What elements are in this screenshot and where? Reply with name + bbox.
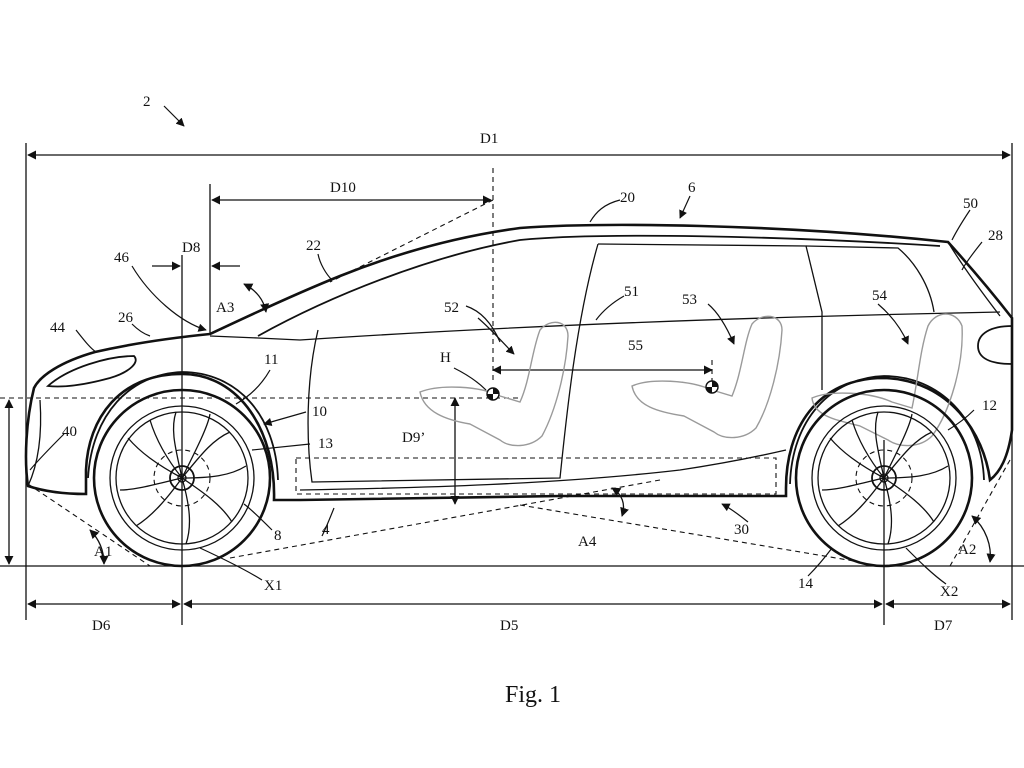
label-d1: D1 — [480, 131, 498, 147]
hip-point-middle — [705, 380, 719, 394]
label-seat-middle: 53 — [682, 292, 697, 308]
approach-angle-arc — [89, 529, 109, 565]
front-bumper-detail — [27, 399, 42, 487]
windshield-dashed-line — [329, 199, 494, 283]
departure-angle-arc — [971, 515, 996, 563]
tailgate-line — [947, 241, 1001, 317]
label-d6: D6 — [92, 618, 111, 634]
figure-caption: Fig. 1 — [505, 682, 561, 708]
label-d5: D5 — [500, 618, 518, 634]
front-wheel-spokes — [119, 411, 247, 545]
body-outline — [24, 223, 1014, 502]
breakover-angle-arc — [611, 487, 629, 517]
front-wheel — [92, 388, 272, 568]
label-d8: D8 — [182, 240, 200, 256]
label-sill-rear: 30 — [734, 522, 749, 538]
rear-door — [597, 243, 823, 390]
label-tailgate: 28 — [988, 228, 1003, 244]
label-b-pillar: 51 — [624, 284, 639, 300]
windshield-angle-arc — [243, 283, 270, 313]
front-door — [307, 243, 599, 483]
label-vehicle: 2 — [143, 94, 151, 110]
leader-lines — [29, 105, 983, 585]
label-front-arch: 10 — [312, 404, 327, 420]
label-windshield: 22 — [306, 238, 321, 254]
label-rear-arch: 12 — [982, 398, 997, 414]
approach-line — [27, 483, 151, 567]
reference-labels: 2 6 20 50 28 22 46 44 26 52 51 53 54 55 … — [50, 94, 1003, 600]
label-battery: 13 — [318, 436, 333, 452]
rear-wheel — [794, 388, 974, 568]
label-spoiler: 50 — [963, 196, 978, 212]
label-headlight: 44 — [50, 320, 66, 336]
dimension-labels: D1 D10 D8 D9’ D6 D5 D7 A1 A2 A3 A4 — [92, 131, 976, 634]
rear-wheel-spokes — [821, 411, 949, 545]
beltline — [299, 311, 1001, 341]
label-sill: 4 — [322, 522, 330, 538]
label-front-axle: X1 — [264, 578, 282, 594]
label-rear-axle: X2 — [940, 584, 958, 600]
label-seat-spacing: 55 — [628, 338, 643, 354]
rear-quarter-window — [805, 245, 935, 313]
seats — [419, 313, 963, 447]
label-d10: D10 — [330, 180, 356, 196]
label-hip-point: H — [440, 350, 451, 366]
breakover-rear-line — [519, 504, 861, 563]
hip-point-front — [486, 387, 500, 401]
label-seat-front: 52 — [444, 300, 459, 316]
label-a4: A4 — [578, 534, 597, 550]
label-seat-rear: 54 — [872, 288, 888, 304]
rocker-panel — [299, 449, 787, 491]
dimension-lines — [0, 143, 1024, 625]
battery-pack — [295, 457, 777, 495]
label-a1: A1 — [94, 544, 112, 560]
label-roof: 20 — [620, 190, 635, 206]
front-wheel-arch — [87, 371, 279, 481]
headlight — [45, 355, 137, 388]
label-a3: A3 — [216, 300, 234, 316]
label-rear-wheel: 14 — [798, 576, 814, 592]
label-hood: 26 — [118, 310, 134, 326]
hood-line — [209, 335, 301, 341]
angle-arcs — [89, 283, 996, 565]
rear-seat — [811, 313, 963, 447]
label-front-arch-edge: 11 — [264, 352, 278, 368]
front-seat — [419, 321, 569, 447]
label-cowl: 46 — [114, 250, 130, 266]
label-front-face: 40 — [62, 424, 77, 440]
tail-light — [977, 325, 1013, 365]
rear-wheel-arch — [789, 375, 985, 485]
label-d9: D9’ — [402, 430, 425, 446]
roof-inner-line — [257, 234, 941, 337]
label-body: 6 — [688, 180, 696, 196]
label-a2: A2 — [958, 542, 976, 558]
departure-line — [949, 459, 1011, 567]
breakover-front-line — [229, 479, 661, 559]
label-front-wheel: 8 — [274, 528, 282, 544]
middle-seat — [631, 315, 783, 439]
vehicle-body — [24, 223, 1014, 502]
label-d7: D7 — [934, 618, 953, 634]
